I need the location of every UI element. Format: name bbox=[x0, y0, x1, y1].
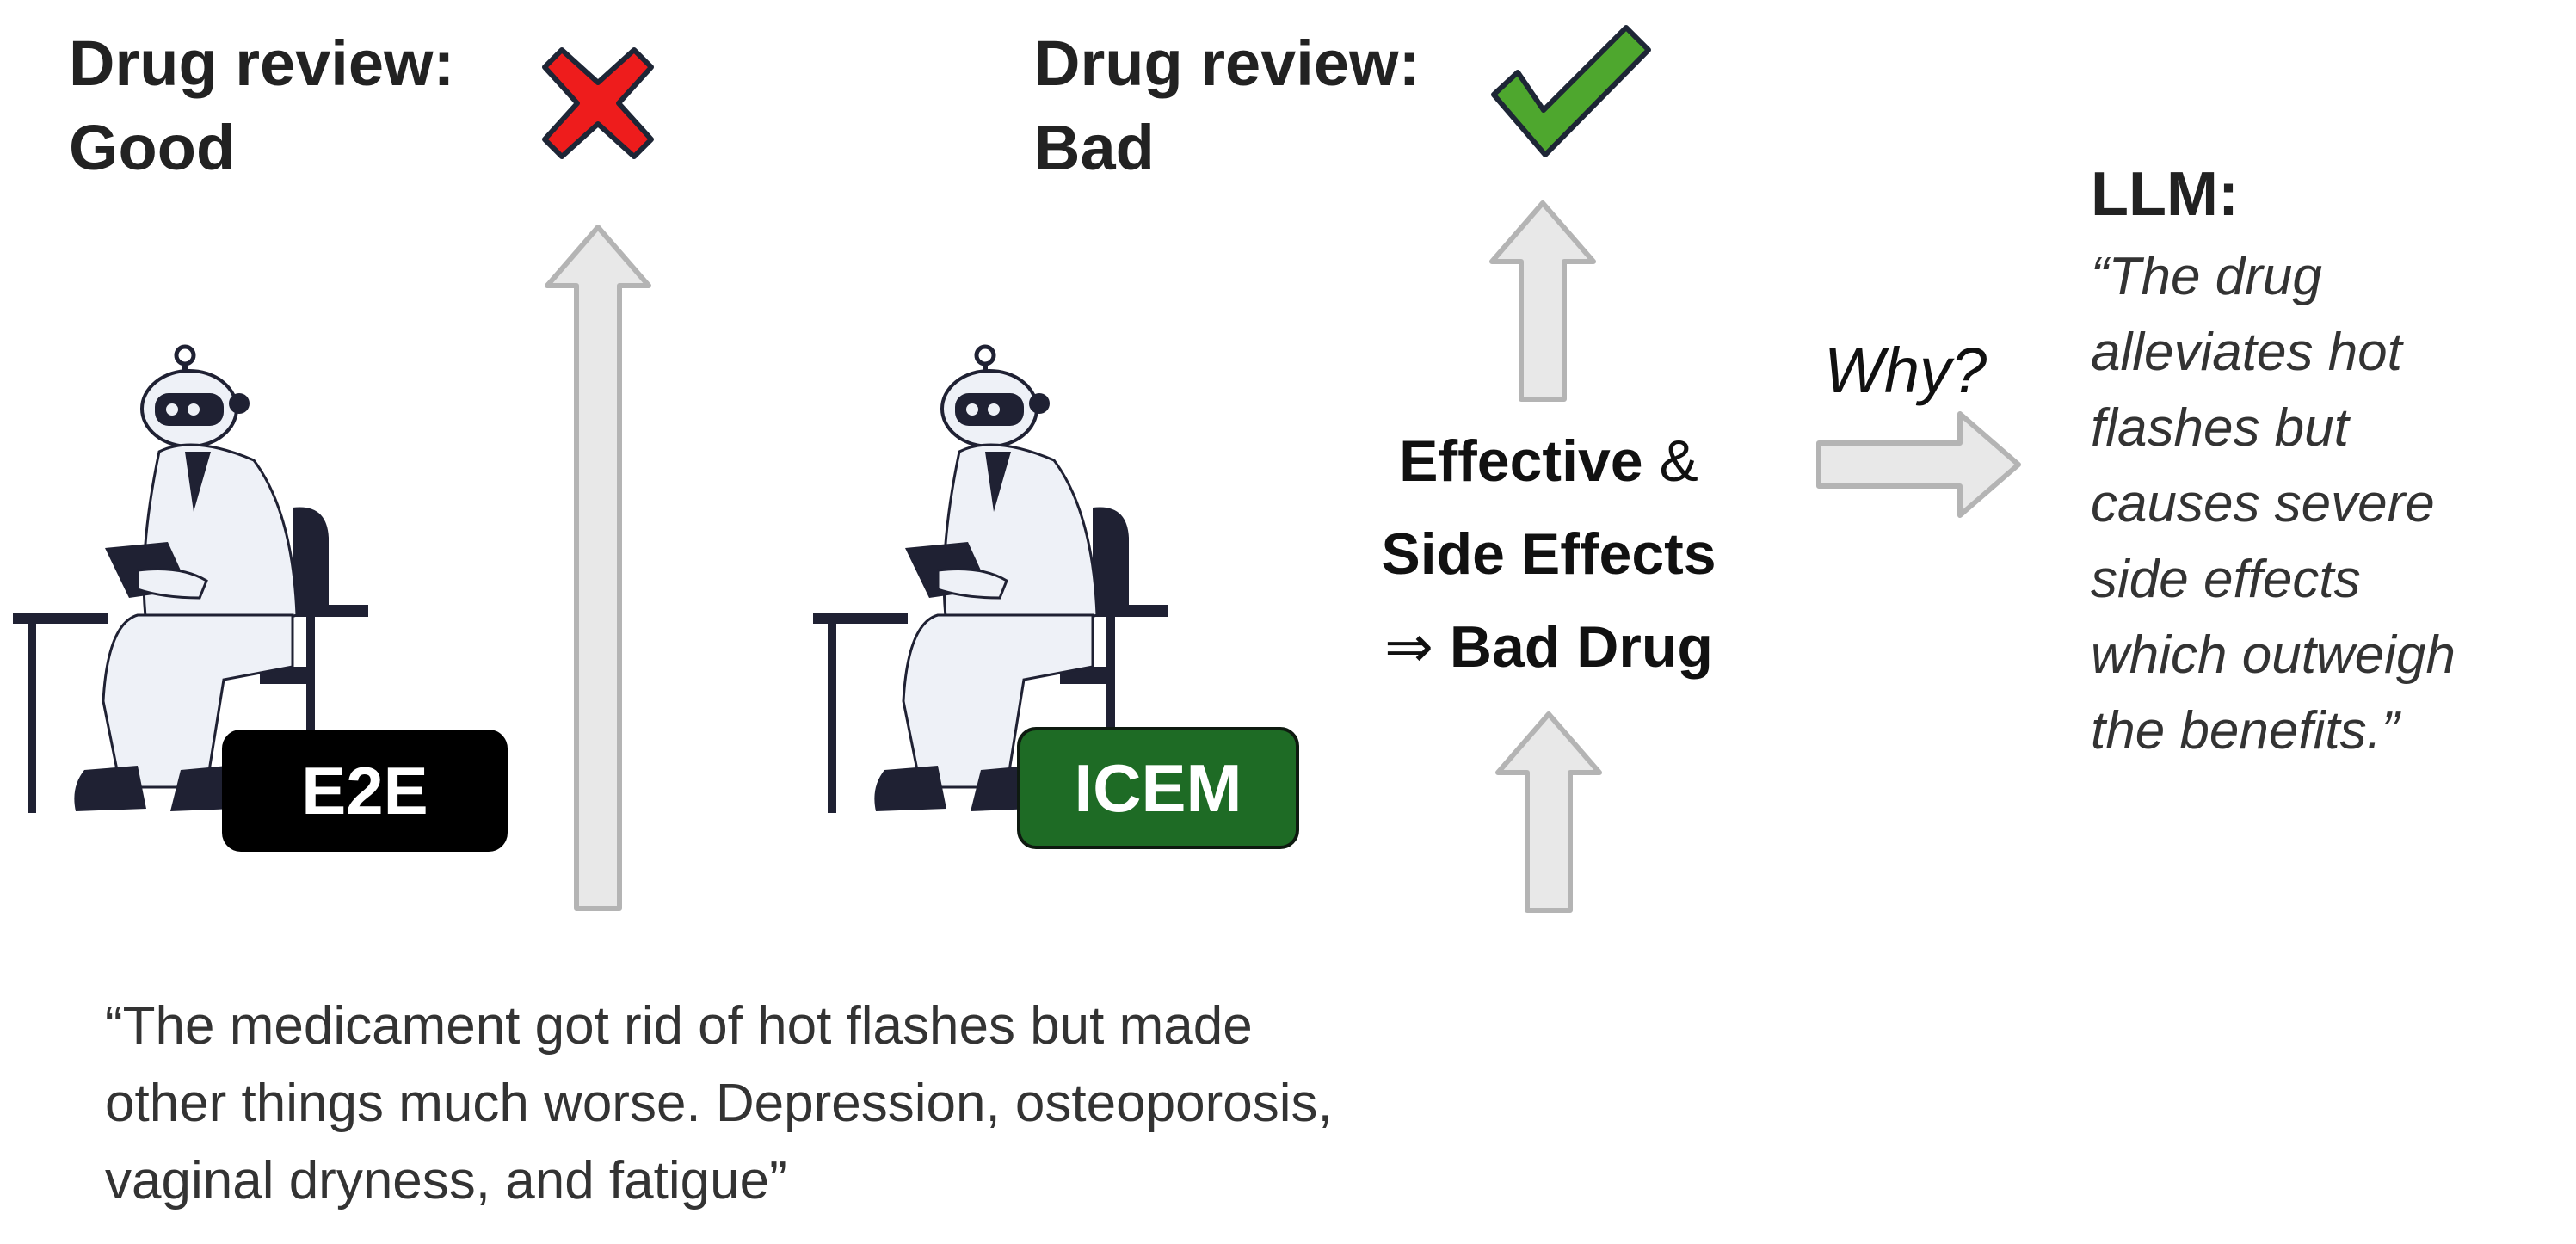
llm-quote-line: causes severe bbox=[2091, 474, 2435, 533]
review-text-line: “The medicament got rid of hot flashes b… bbox=[105, 996, 1253, 1056]
implies-symbol: ⇒ bbox=[1384, 614, 1434, 680]
left-review-label: Drug review: Good bbox=[69, 22, 454, 190]
llm-quote-line: the benefits.” bbox=[2091, 701, 2400, 761]
icem-badge: ICEM bbox=[1017, 727, 1299, 849]
reasoning-side-effects: Side Effects bbox=[1381, 521, 1716, 587]
e2e-badge: E2E bbox=[222, 730, 508, 852]
review-text-line: vaginal dryness, and fatigue” bbox=[105, 1151, 787, 1210]
green-check-icon bbox=[1491, 25, 1651, 157]
review-text-line: other things much worse. Depression, ost… bbox=[105, 1074, 1333, 1133]
llm-title: LLM: bbox=[2091, 160, 2239, 229]
left-review-line2: Good bbox=[69, 112, 236, 183]
reasoning-effective: Effective bbox=[1399, 428, 1643, 494]
reasoning-line3: ⇒ Bad Drug bbox=[1308, 600, 1790, 693]
red-cross-icon bbox=[542, 47, 654, 159]
llm-quote-line: flashes but bbox=[2091, 398, 2349, 458]
reasoning-line2: Side Effects bbox=[1308, 508, 1790, 600]
right-review-line2: Bad bbox=[1034, 112, 1155, 183]
reasoning-line1: Effective & bbox=[1308, 415, 1790, 508]
robot-doctor-illustration-left bbox=[13, 344, 368, 813]
drug-review-text: “The medicament got rid of hot flashes b… bbox=[105, 988, 1568, 1220]
llm-quote-line: side effects bbox=[2091, 550, 2361, 609]
reasoning-ampersand: & bbox=[1642, 428, 1698, 494]
bottom-up-arrow bbox=[1495, 711, 1602, 913]
long-up-arrow bbox=[545, 225, 651, 911]
why-label: Why? bbox=[1824, 335, 1987, 406]
llm-quote-line: which outweigh bbox=[2091, 625, 2456, 685]
right-arrow bbox=[1816, 411, 2021, 518]
llm-quote-line: alleviates hot bbox=[2091, 323, 2402, 382]
top-up-arrow bbox=[1489, 200, 1596, 402]
reasoning-bad-drug: Bad Drug bbox=[1433, 614, 1713, 680]
llm-quote-line: “The drug bbox=[2091, 247, 2322, 306]
left-review-line1: Drug review: bbox=[69, 28, 455, 99]
right-review-line1: Drug review: bbox=[1034, 28, 1420, 99]
right-review-label: Drug review: Bad bbox=[1034, 22, 1420, 190]
llm-quote: “The drug alleviates hot flashes but cau… bbox=[2091, 239, 2555, 769]
robot-doctor-illustration-right bbox=[813, 344, 1168, 813]
reasoning-text: Effective & Side Effects ⇒ Bad Drug bbox=[1308, 415, 1790, 693]
